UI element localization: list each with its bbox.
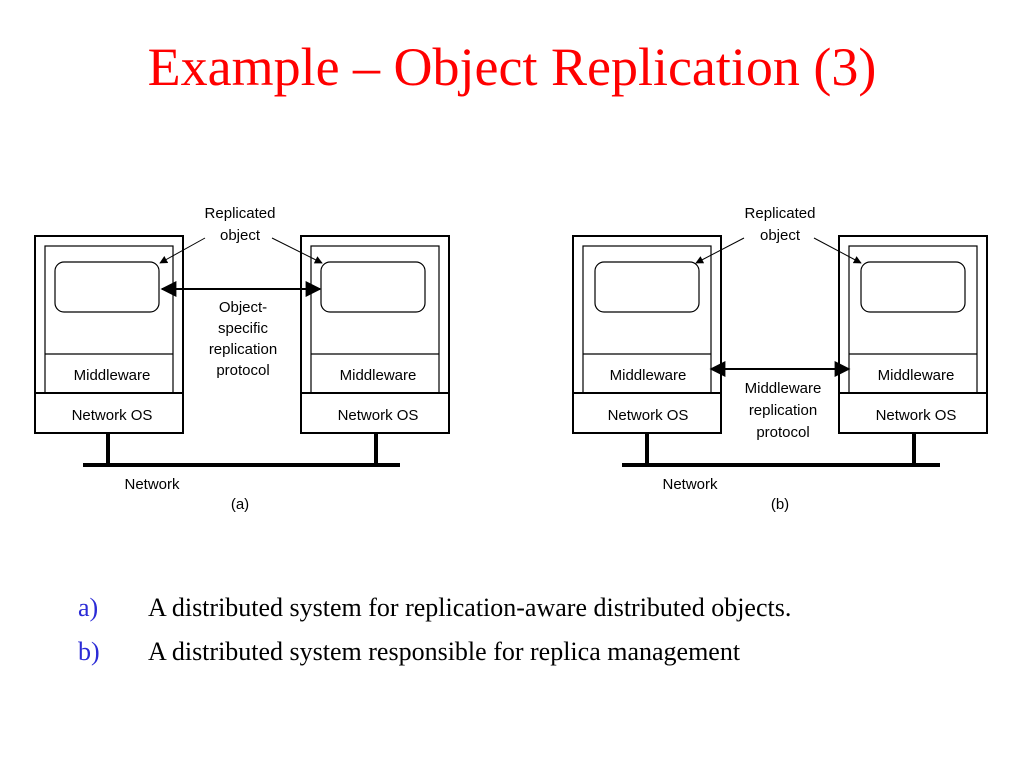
- replicated-object-box: [54, 261, 160, 313]
- network-os-label: Network OS: [72, 407, 153, 424]
- protocol-label-line3: protocol: [756, 424, 809, 441]
- network-label: Network: [124, 476, 180, 493]
- machine-b1: Middleware Network OS: [572, 235, 722, 434]
- diagram-caption: (b): [771, 496, 789, 513]
- caption-text: A distributed system responsible for rep…: [148, 637, 741, 666]
- replicated-object-box: [320, 261, 426, 313]
- machine-b2: Middleware Network OS: [838, 235, 988, 434]
- protocol-label-line3: replication: [209, 341, 277, 358]
- pointer-arrow: [271, 237, 323, 264]
- middleware-label: Middleware: [74, 367, 151, 384]
- diagram-caption: (a): [231, 496, 249, 513]
- network-label: Network: [662, 476, 718, 493]
- protocol-label-line4: protocol: [216, 362, 269, 379]
- middleware-label: Middleware: [340, 367, 417, 384]
- caption-item: a) A distributed system for replication-…: [78, 586, 1008, 630]
- machine-a1: Middleware Network OS: [34, 235, 184, 434]
- pointer-arrow: [813, 237, 862, 264]
- middleware-label: Middleware: [610, 367, 687, 384]
- network-os-label: Network OS: [876, 407, 957, 424]
- caption-item: b) A distributed system responsible for …: [78, 630, 1008, 674]
- machine-a2: Middleware Network OS: [300, 235, 450, 434]
- network-os-label: Network OS: [608, 407, 689, 424]
- caption-list: a) A distributed system for replication-…: [78, 586, 1008, 674]
- protocol-label-line1: Object-: [219, 299, 267, 316]
- replicated-object-label-line2: object: [760, 227, 801, 244]
- replicated-object-box: [860, 261, 966, 313]
- network-os-label: Network OS: [338, 407, 419, 424]
- caption-marker: a): [78, 593, 99, 622]
- slide-title: Example – Object Replication (3): [147, 37, 877, 97]
- protocol-label-line2: specific: [218, 320, 269, 337]
- diagram-b: Middleware Network OS Middleware Network…: [572, 205, 988, 513]
- caption-marker: b): [78, 637, 100, 666]
- protocol-label-line2: replication: [749, 402, 817, 419]
- replicated-object-label-line2: object: [220, 227, 261, 244]
- diagram-a: Middleware Network OS Middleware Network…: [34, 205, 450, 513]
- protocol-label-line1: Middleware: [745, 380, 822, 397]
- pointer-arrow: [695, 237, 745, 264]
- replicated-object-box: [594, 261, 700, 313]
- pointer-arrow: [159, 237, 206, 264]
- replicated-object-label-line1: Replicated: [745, 205, 816, 222]
- replicated-object-label-line1: Replicated: [205, 205, 276, 222]
- middleware-label: Middleware: [878, 367, 955, 384]
- caption-text: A distributed system for replication-awa…: [148, 593, 792, 622]
